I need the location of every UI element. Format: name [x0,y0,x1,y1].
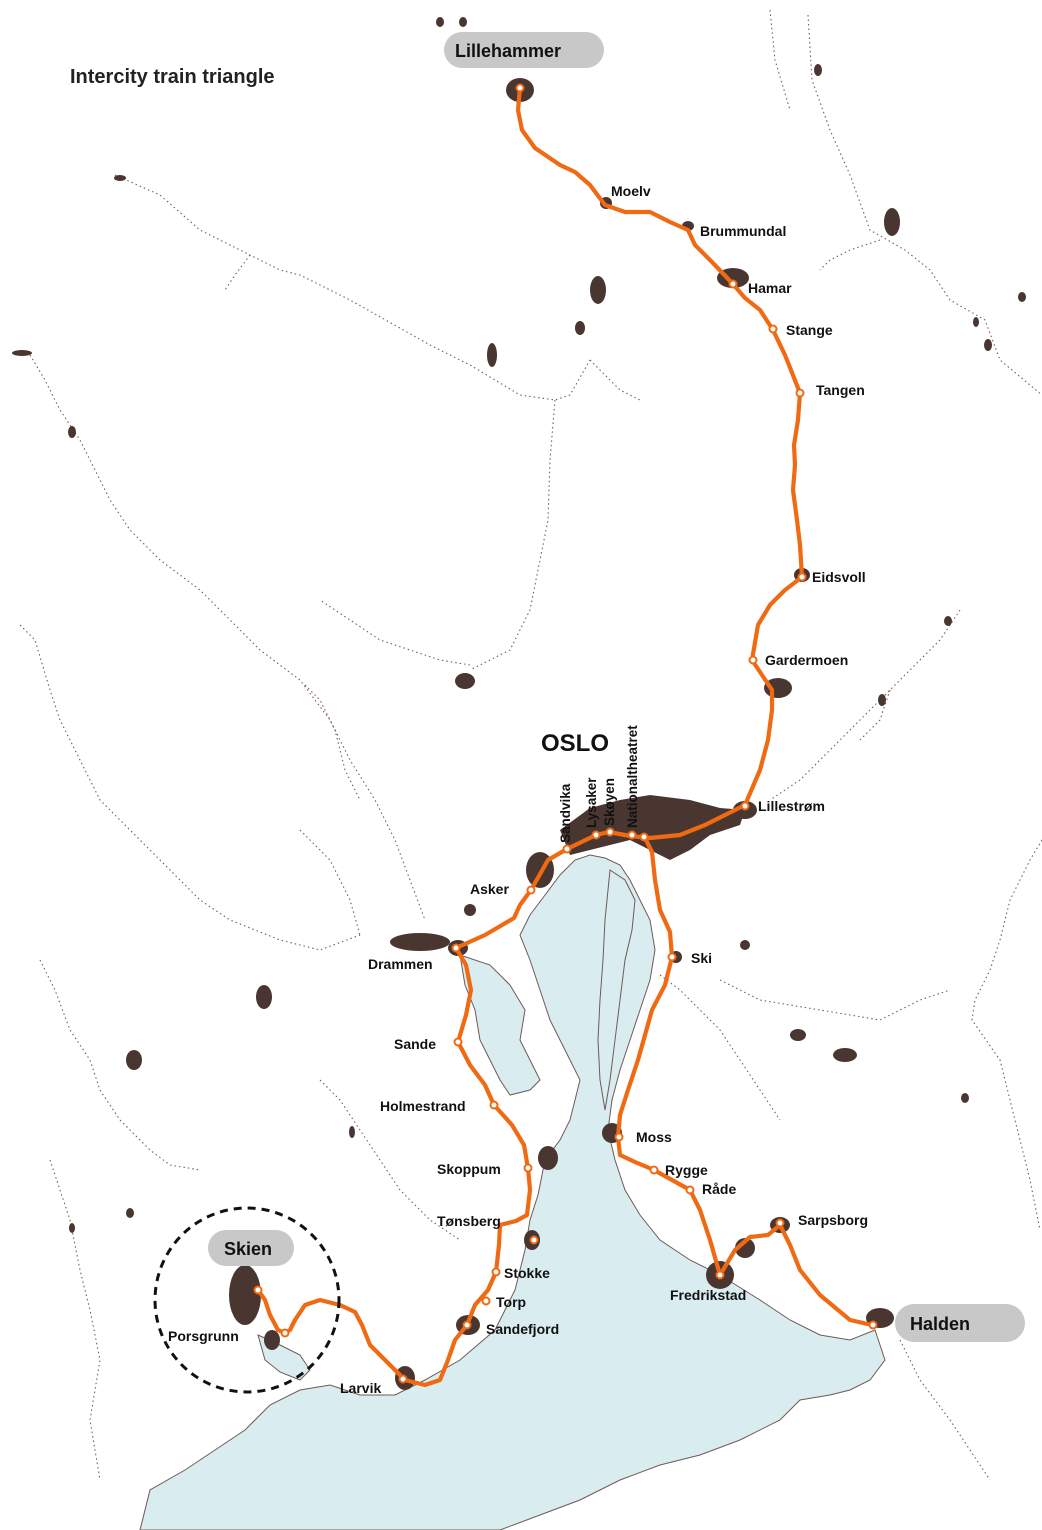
station-label-rygge: Rygge [665,1162,708,1178]
skien-highlight-circle [153,1206,341,1394]
station-label-moss: Moss [636,1129,672,1145]
station-label-brummundal: Brummundal [700,223,786,239]
terminal-badges [208,32,1025,1342]
station-label-skoppum: Skoppum [437,1161,501,1177]
station-label-stokke: Stokke [504,1265,550,1281]
station-label-tonsberg: Tønsberg [437,1213,501,1229]
station-label-holmestrand: Holmestrand [380,1098,466,1114]
station-label-tangen: Tangen [816,382,865,398]
station-label-sandvika: Sandvika [558,783,573,843]
station-label-stange: Stange [786,322,833,338]
station-label-moelv: Moelv [611,183,651,199]
station-label-sandefjord: Sandefjord [486,1321,559,1337]
station-markers [253,83,878,1384]
station-label-sande: Sande [394,1036,436,1052]
station-label-nationaltheatret: Nationaltheatret [625,725,640,828]
terminal-label-lillehammer: Lillehammer [455,41,561,61]
county-borders [19,9,1042,1481]
station-label-asker: Asker [470,881,509,897]
terminal-label-halden: Halden [910,1314,970,1334]
station-label-lysaker: Lysaker [584,777,599,828]
station-label-lillestrom: Lillestrøm [758,798,825,814]
station-label-fredrikstad: Fredrikstad [670,1287,746,1303]
station-label-torp: Torp [496,1294,526,1310]
station-label-larvik: Larvik [340,1380,381,1396]
station-label-porsgrunn: Porsgrunn [168,1328,239,1344]
station-label-rade: Råde [702,1181,736,1197]
station-label-drammen: Drammen [368,956,433,972]
terminal-label-skien: Skien [224,1239,272,1259]
urban-areas [12,17,1026,1390]
map-title: Intercity train triangle [70,66,275,88]
station-label-sarpsborg: Sarpsborg [798,1212,868,1228]
station-label-eidsvoll: Eidsvoll [812,569,866,585]
city-label-oslo: OSLO [541,730,609,757]
station-label-hamar: Hamar [748,280,792,296]
station-label-ski: Ski [691,950,712,966]
station-label-gardermoen: Gardermoen [765,652,848,668]
oslofjord-water [139,854,886,1530]
station-label-skoyen: Skøyen [602,778,617,826]
